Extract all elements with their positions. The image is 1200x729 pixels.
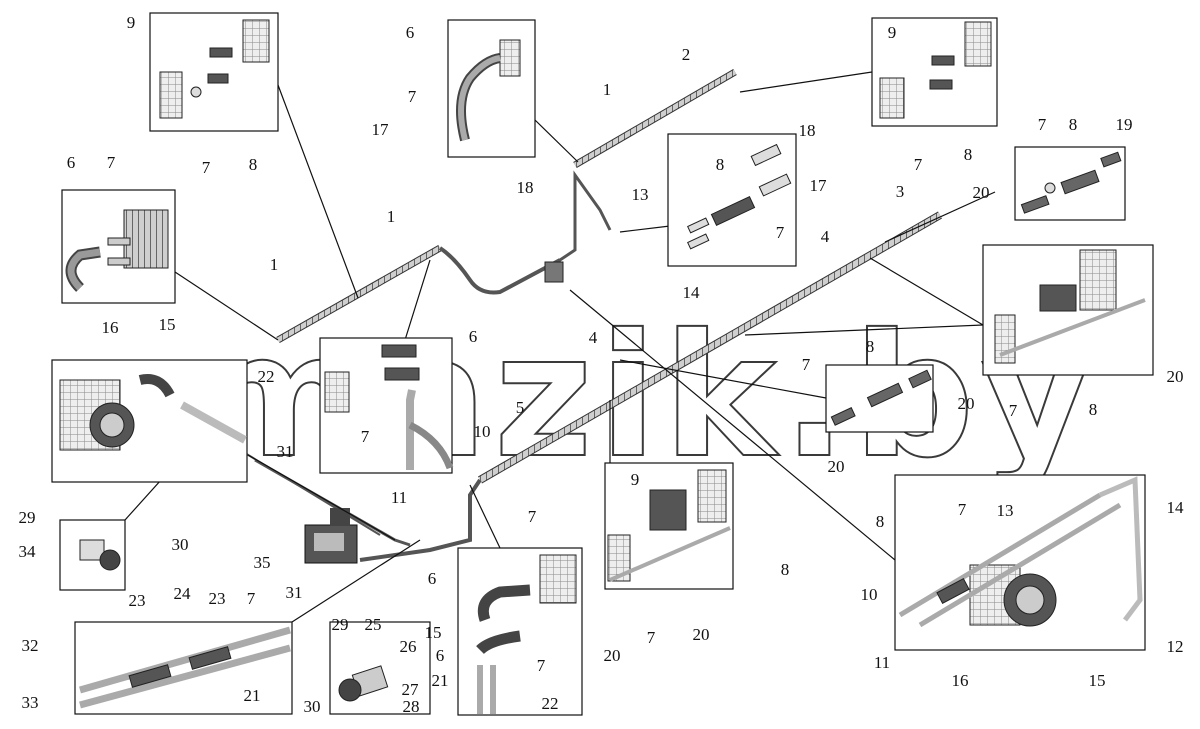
callout-label: 7: [361, 427, 370, 446]
callout-label: 31: [286, 583, 303, 602]
callout-label: 8: [964, 145, 973, 164]
callout-label: 26: [400, 637, 417, 656]
callout-label: 15: [159, 315, 176, 334]
callout-label: 30: [304, 697, 321, 716]
callout-label: 22: [258, 367, 275, 386]
callout-label: 1: [387, 207, 396, 226]
callout-label: 14: [683, 283, 701, 302]
callout-label: 1: [270, 255, 279, 274]
callout-label: 7: [776, 223, 785, 242]
callout-label: 20: [1167, 367, 1184, 386]
callout-label: 7: [1038, 115, 1047, 134]
callout-label: 28: [403, 697, 420, 716]
callout-label: 18: [799, 121, 816, 140]
callout-label: 7: [202, 158, 211, 177]
callout-label: 13: [997, 501, 1014, 520]
callout-label: 14: [1167, 498, 1185, 517]
heater-unit-35: [304, 508, 358, 564]
callout-label: 6: [406, 23, 415, 42]
callout-label: 8: [1089, 400, 1098, 419]
callout-label: 6: [436, 646, 445, 665]
callout-label: 7: [247, 589, 256, 608]
callout-label: 9: [127, 13, 136, 32]
callout-label: 6: [428, 569, 437, 588]
callout-label: 11: [391, 488, 407, 507]
callout-label: 6: [469, 327, 478, 346]
callout-label: 4: [589, 328, 598, 347]
callout-label: 4: [821, 227, 830, 246]
callout-label: 7: [528, 507, 537, 526]
callout-label: 29: [332, 615, 349, 634]
callout-label: 20: [604, 646, 621, 665]
leader-lines: [124, 71, 996, 623]
callout-label: 1: [603, 80, 612, 99]
callout-label: 5: [516, 398, 525, 417]
callout-label: 10: [861, 585, 878, 604]
callout-label: 20: [973, 183, 990, 202]
callout-label: 31: [277, 442, 294, 461]
callout-label: 27: [402, 680, 420, 699]
callout-label: 17: [372, 120, 390, 139]
callout-label: 12: [1167, 637, 1184, 656]
callout-label: 8: [866, 337, 875, 356]
callout-label: 20: [828, 457, 845, 476]
callout-label: 8: [249, 155, 258, 174]
callout-label: 3: [896, 182, 905, 201]
callout-label: 30: [172, 535, 189, 554]
callout-label: 8: [876, 512, 885, 531]
callout-label: 18: [517, 178, 534, 197]
callout-label: 33: [22, 693, 39, 712]
callout-label: 7: [958, 500, 967, 519]
inset-parts: [59, 19, 1146, 714]
callout-label: 19: [1116, 115, 1133, 134]
callout-label: 11: [874, 653, 890, 672]
callout-label: 20: [693, 625, 710, 644]
callout-label: 25: [365, 615, 382, 634]
callout-label: 7: [1009, 401, 1018, 420]
callout-label: 2: [682, 45, 691, 64]
callout-label: 7: [914, 155, 923, 174]
callout-label: 7: [107, 153, 116, 172]
callout-label: 17: [810, 176, 828, 195]
callout-label: 8: [1069, 115, 1078, 134]
callout-label: 20: [958, 394, 975, 413]
callout-label: 16: [102, 318, 119, 337]
callout-label: 15: [425, 623, 442, 642]
callout-label: 8: [716, 155, 725, 174]
callout-label: 23: [129, 591, 146, 610]
callout-label: 21: [244, 686, 261, 705]
callout-label: 7: [802, 355, 811, 374]
callout-label: 9: [631, 470, 640, 489]
callout-label: 29: [19, 508, 36, 527]
callout-label: 7: [647, 628, 656, 647]
callout-label: 24: [174, 584, 192, 603]
callout-label: 6: [67, 153, 76, 172]
callout-label: 16: [952, 671, 969, 690]
callout-label: 10: [474, 422, 491, 441]
callout-label: 7: [537, 656, 546, 675]
callout-label: 13: [632, 185, 649, 204]
callout-label: 9: [888, 23, 897, 42]
callout-label: 7: [408, 87, 417, 106]
callout-label: 22: [542, 694, 559, 713]
callout-label: 34: [19, 542, 37, 561]
callout-label: 15: [1089, 671, 1106, 690]
callout-label: 21: [432, 671, 449, 690]
callout-label: 32: [22, 636, 39, 655]
callout-label: 23: [209, 589, 226, 608]
callout-label: 35: [254, 553, 271, 572]
callout-label: 8: [781, 560, 790, 579]
